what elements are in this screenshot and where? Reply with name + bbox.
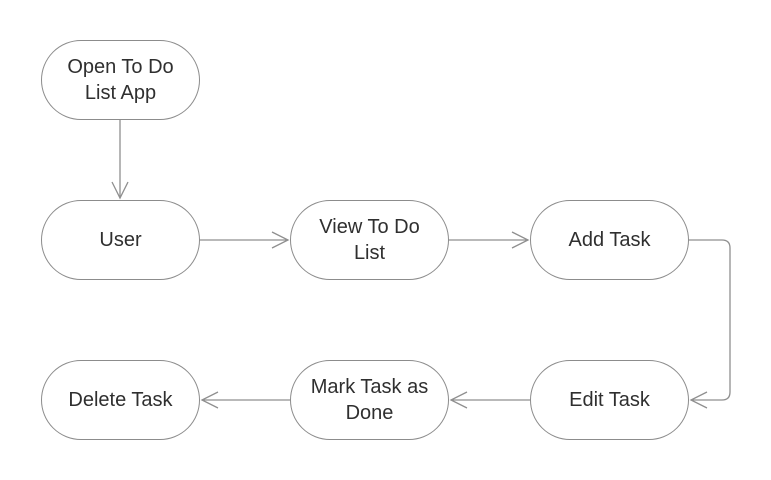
node-view-to-do-list: View To Do List	[290, 200, 449, 280]
edge-add-task-to-edit-task	[689, 239, 731, 409]
node-label: Mark Task as Done	[310, 376, 429, 424]
node-label: Delete Task	[68, 389, 173, 411]
node-label: Add Task	[568, 229, 651, 251]
node-label: View To Do List	[319, 216, 420, 264]
edge-open-app-to-user	[111, 120, 129, 200]
edge-edit-task-to-mark-done	[449, 391, 530, 409]
node-mark-task-as-done: Mark Task as Done	[290, 360, 449, 440]
node-open-to-do-list-app: Open To Do List App	[41, 40, 200, 120]
node-user: User	[41, 200, 200, 280]
node-label: Open To Do List App	[67, 56, 174, 104]
node-label: User	[99, 229, 142, 251]
node-add-task: Add Task	[530, 200, 689, 280]
edge-user-to-view-list	[200, 231, 290, 249]
node-edit-task: Edit Task	[530, 360, 689, 440]
node-delete-task: Delete Task	[41, 360, 200, 440]
edge-mark-done-to-delete-task	[200, 391, 290, 409]
edge-view-list-to-add-task	[449, 231, 530, 249]
node-label: Edit Task	[569, 389, 650, 411]
